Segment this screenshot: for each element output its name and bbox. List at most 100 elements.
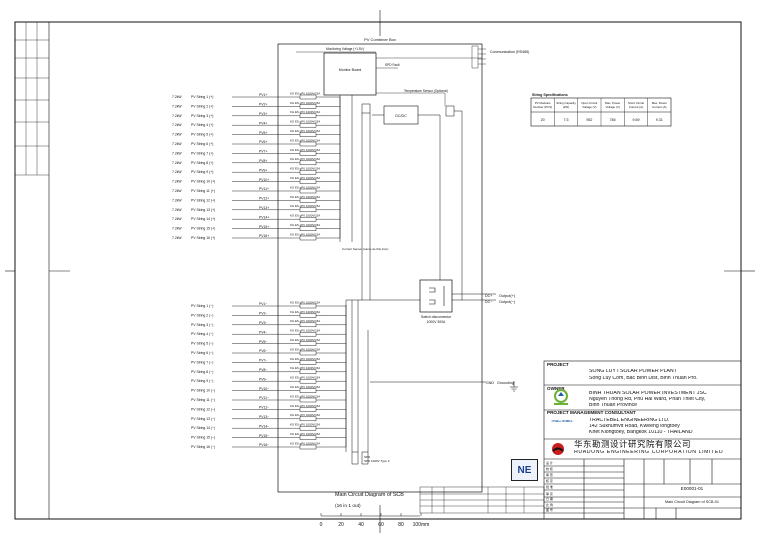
pmc-header: PROJECT MANAGEMENT CONSULTANT (547, 411, 636, 415)
minus-fuse-label-5: KG ES gPV 1000V/15A (290, 338, 320, 342)
minus-terminal-2: PV2− (259, 312, 267, 316)
spd-label: SPD 1000V Type II (364, 459, 390, 463)
minus-row-6: PV String 6 (−)PV6−KG ES gPV 1000V/15A (191, 347, 346, 356)
huadong-name-en: HUADONG ENGINEERING CORPORATION LIMITED (574, 450, 724, 455)
project-header: PROJECT (547, 363, 569, 367)
plus-string-label-16: PV String 16 (+) (191, 236, 215, 240)
svg-text:日 期: 日 期 (546, 496, 553, 501)
plus-fuse-label-13: KG ES gPV 1000V/15A (290, 204, 320, 208)
minus-row-5: PV String 5 (−)PV5−KG ES gPV 1000V/15A (191, 338, 346, 346)
minus-string-label-14: PV String 14 (−) (191, 426, 215, 430)
plus-fuse-label-16: KG ES gPV 1000V/15A (290, 232, 320, 236)
minus-string-label-12: PV String 12 (−) (191, 407, 215, 411)
minus-terminal-7: PV7− (259, 359, 267, 363)
plus-string-label-14: PV String 14 (+) (191, 217, 215, 221)
minus-fuse-label-10: KG ES gPV 1000V/15A (290, 385, 320, 389)
minus-row-1: PV String 1 (−)PV1−KG ES gPV 1000V/15A (191, 300, 346, 309)
current-sensor-label: Current Sensor (same as this icon) (342, 247, 388, 251)
minus-fuse-label-11: KG ES gPV 1000V/15A (290, 394, 320, 398)
plus-fuse-5 (299, 132, 317, 137)
minus-terminal-6: PV6− (259, 349, 267, 353)
spec-value-3: 952 (586, 118, 592, 122)
plus-fuse-label-10: KG ES gPV 1000V/15A (290, 176, 320, 180)
minus-fuse-label-1: KG ES gPV 1000V/15A (290, 300, 320, 304)
plus-power-10: 7.2kW (172, 180, 182, 184)
minus-fuse-label-12: KG ES gPV 1000V/15A (290, 404, 320, 408)
plus-fuse-6 (299, 141, 317, 147)
title-cells: 设 计校 核审 查 核 定批 准审 定 日 期比 例图 号 (546, 460, 553, 512)
spec-table-title: String Specifications (532, 93, 568, 97)
plus-string-label-1: PV String 1 (+) (191, 95, 213, 99)
output-neg-label: Output(−) (499, 300, 516, 304)
plus-string-label-10: PV String 10 (+) (191, 180, 215, 184)
monitor-board-label: Monitor Board (339, 68, 362, 72)
output-pos-term: DC+ (485, 294, 492, 298)
plus-string-label-13: PV String 13 (+) (191, 208, 215, 212)
plus-terminal-14: PV14+ (259, 215, 269, 219)
scale-tick-5: 100mm (413, 522, 430, 528)
plus-fuse-label-8: KG ES gPV 1000V/15A (290, 157, 320, 161)
plus-power-12: 7.2kW (172, 198, 182, 202)
plus-power-5: 7.2kW (172, 133, 182, 137)
drawing-number: E00001-01 (681, 486, 704, 491)
minus-row-10: PV String 10 (−)PV10−KG ES gPV 1000V/15A (191, 385, 346, 393)
minus-row-12: PV String 12 (−) PV12− KG ES gPV 1000V/15A (191, 404, 346, 412)
plus-fuse-label-15: KG ES gPV 1000V/15A (290, 223, 320, 227)
scale-tick-2: 40 (358, 522, 364, 528)
plus-terminal-5: PV5+ (259, 131, 267, 135)
plus-string-label-11: PV String 11 (+) (191, 189, 215, 193)
plus-fuse-label-7: KG ES gPV 1000V/15A (290, 148, 320, 152)
drawing-name: Main Circuit Diagram of SCB-01 (665, 500, 719, 504)
minus-string-label-1: PV String 1 (−) (191, 304, 213, 308)
spec-value-1: 20 (541, 118, 545, 122)
plus-string-label-8: PV String 8 (+) (191, 161, 213, 165)
minus-terminal-5: PV5− (259, 340, 267, 344)
pmc-name: TRACTEBEL ENGINEERING LTD. (589, 418, 670, 423)
minus-fuse-label-13: KG ES gPV 1000V/15A (290, 413, 320, 417)
minus-string-label-13: PV String 13 (−) (191, 417, 215, 421)
title-block-frame (543, 360, 742, 520)
minus-fuse-7 (299, 360, 317, 365)
spd-term: SPD (364, 455, 371, 459)
minus-fuse-14 (299, 425, 317, 431)
switch-label-1: Switch-disconnector (421, 315, 452, 319)
plus-string-label-5: PV String 5 (+) (191, 133, 213, 137)
switch-label-2: 1000V 300A (427, 320, 446, 324)
minus-terminal-12: PV12− (259, 406, 269, 410)
minus-row-15: PV String 15 (−)PV15−KG ES gPV 1000V/15A (191, 432, 346, 440)
ground-term: GND (486, 381, 494, 385)
minus-fuse-11 (299, 397, 317, 403)
dcdc-label: DC/DC (395, 114, 407, 118)
minus-string-label-10: PV String 10 (−) (191, 389, 215, 393)
plus-power-13: 7.2kW (172, 208, 182, 212)
revision-strip (15, 22, 49, 176)
svg-text:图 号: 图 号 (546, 507, 553, 512)
monitor-board (323, 52, 377, 96)
svg-text:设 计: 设 计 (546, 460, 553, 465)
plus-terminal-3: PV3+ (259, 112, 267, 116)
plus-string-label-9: PV String 9 (+) (191, 170, 213, 174)
minus-fuse-9 (299, 378, 317, 384)
plus-terminal-10: PV10+ (259, 178, 269, 182)
owner-address-1: Nguyen Thong Rd, Phu Hai Ward, Phan Thie… (589, 397, 706, 402)
output-pos-label: Output(+) (499, 294, 516, 298)
minus-row-7: PV String 7 (−)PV7−KG ES gPV 1000V/15A (191, 357, 346, 365)
spd-fault-label: SPD Fault (385, 63, 400, 67)
plus-power-3: 7.2kW (172, 114, 182, 118)
plus-fuse-label-6: KG ES gPV 1000V/15A (290, 138, 320, 142)
ground-label: Grounding (497, 381, 514, 385)
minus-terminal-14: PV14− (259, 424, 269, 428)
minus-terminal-16: PV16− (259, 443, 269, 447)
plus-fuse-12 (299, 198, 317, 203)
